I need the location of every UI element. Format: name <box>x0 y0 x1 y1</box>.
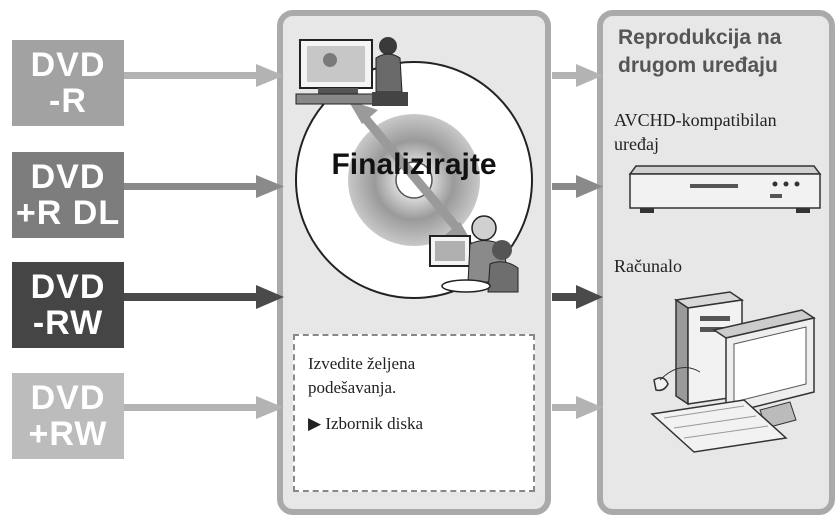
disc-type-line2: -R <box>49 82 87 120</box>
disc-type-dvd-plus-rw: DVD +RW <box>12 373 124 459</box>
disc-type-line1: DVD <box>30 268 106 306</box>
arrow-dvd-r-dl <box>124 175 284 198</box>
arrow-out-1 <box>552 64 603 87</box>
disc-type-line1: DVD <box>30 379 106 417</box>
arrow-dvd-rw <box>124 285 284 309</box>
dvd-player-icon <box>628 165 822 213</box>
arrow-out-3 <box>552 285 603 309</box>
disc-type-line1: DVD <box>30 46 106 84</box>
playback-title-line1: Reprodukcija na <box>618 26 782 49</box>
playback-title: Reprodukcija na drugom uređaju <box>618 24 828 80</box>
arrow-dvd-r <box>124 64 284 87</box>
family-viewing-icon <box>429 215 519 293</box>
note-line-2: podešavanja. <box>308 378 397 397</box>
finalize-label: Finalizirajte <box>331 148 497 181</box>
disc-type-dvd-r: DVD -R <box>12 40 124 126</box>
device-label-avchd-line1: AVCHD-kompatibilan <box>614 110 777 130</box>
disc-type-line2: +R DL <box>15 194 121 232</box>
disc-type-dvd-r-dl: DVD +R DL <box>12 152 124 238</box>
note-line-1: Izvedite željena <box>308 354 416 373</box>
desktop-computer-icon <box>650 291 816 453</box>
disc-type-line1: DVD <box>30 158 106 196</box>
disc-menu-reference: ▶ Izbornik diska <box>308 414 424 433</box>
tv-viewer-icon <box>295 37 408 106</box>
disc-type-dvd-rw: DVD -RW <box>12 262 124 348</box>
playback-title-line2: drugom uređaju <box>618 54 778 77</box>
disc-type-line2: -RW <box>32 304 104 342</box>
arrow-out-4 <box>552 396 603 419</box>
device-label-computer: Računalo <box>614 256 682 276</box>
settings-note-box <box>293 334 535 492</box>
arrow-dvd-plus-rw <box>124 396 284 419</box>
device-label-avchd: AVCHD-kompatibilan uređaj <box>614 108 830 156</box>
disc-type-line2: +RW <box>28 415 108 453</box>
arrow-out-2 <box>552 175 603 198</box>
device-label-avchd-line2: uređaj <box>614 134 659 154</box>
